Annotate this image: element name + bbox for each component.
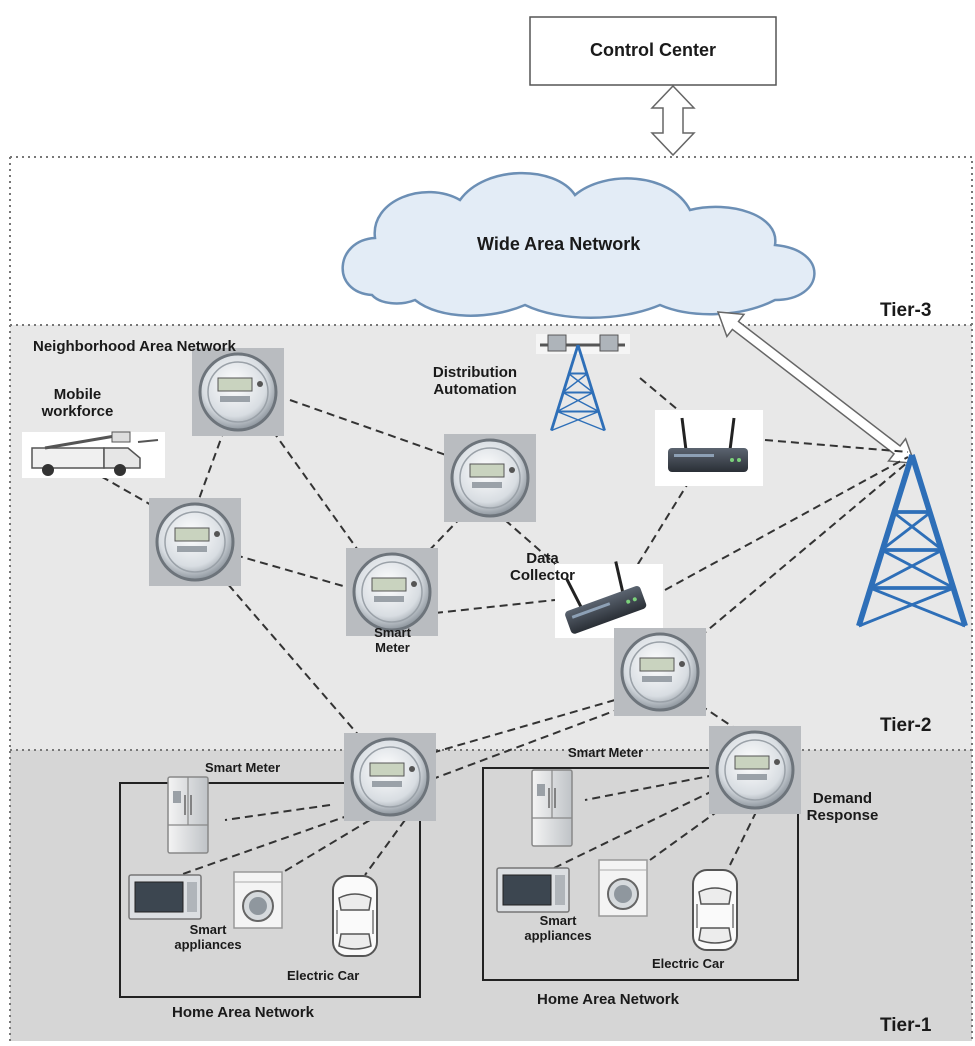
han-right-smart-appliances-line-2: appliances	[524, 928, 592, 943]
han-left-electric-car-label: Electric Car	[287, 968, 360, 983]
han-right-smart-meter-label: Smart Meter	[568, 745, 644, 760]
electric-car-icon	[332, 875, 378, 957]
distribution-automation-label: Distribution Automation	[405, 364, 545, 398]
washer-icon	[233, 871, 283, 929]
smart-meter-icon	[707, 724, 803, 816]
nan-smart-meter-label: Smart Meter	[355, 625, 430, 655]
han-right-title: Home Area Network	[537, 991, 679, 1008]
da-router-icon	[655, 410, 763, 486]
utility-truck-icon	[22, 431, 165, 478]
mobile-workforce-label: Mobile workforce	[35, 386, 120, 420]
tier-1-label: Tier-1	[880, 1015, 932, 1036]
han-left-title: Home Area Network	[172, 1004, 314, 1021]
data-collector-label: Data Collector	[495, 550, 590, 584]
control-center-box	[529, 16, 777, 86]
control-center-label: Control Center	[590, 40, 716, 60]
han-left-smart-meter-label: Smart Meter	[205, 760, 281, 775]
han-left-smart-appliances-line-1: Smart	[189, 922, 227, 937]
mobile-workforce-line-1: Mobile	[53, 386, 102, 403]
microwave-icon	[128, 874, 202, 920]
smart-meter-icon	[342, 731, 438, 823]
demand-response-line-2: Response	[806, 807, 879, 824]
microwave-icon	[496, 867, 570, 913]
tier-3-border	[9, 156, 973, 1041]
han-right-box	[482, 767, 799, 981]
nan-smart-meter-line-2: Meter	[375, 640, 410, 655]
wan-label: Wide Area Network	[477, 234, 641, 254]
smart-meter-icon	[190, 346, 286, 438]
tier-3-label: Tier-3	[880, 300, 932, 321]
data-collector-line-1: Data	[526, 550, 559, 567]
han-right-smart-appliances-label: Smart appliances	[508, 913, 608, 943]
nan-smart-meter-line-1: Smart	[374, 625, 411, 640]
distribution-automation-line-2: Automation	[433, 381, 517, 398]
data-collector-icon	[552, 555, 663, 638]
han-left-smart-appliances-label: Smart appliances	[158, 922, 258, 952]
smart-meter-icon	[612, 626, 708, 718]
distribution-automation-line-1: Distribution	[432, 364, 518, 381]
nan-title: Neighborhood Area Network	[33, 338, 236, 355]
smart-meter-icon	[442, 432, 538, 524]
mobile-workforce-line-2: workforce	[41, 403, 114, 420]
electric-car-icon	[692, 869, 738, 951]
demand-response-line-1: Demand	[812, 790, 873, 807]
control-center-link-arrow	[650, 84, 696, 157]
han-left-box	[119, 782, 421, 998]
smart-meter-icon	[344, 546, 440, 638]
distribution-tower-icon	[536, 334, 630, 432]
han-left-smart-appliances-line-2: appliances	[174, 937, 242, 952]
demand-response-label: Demand Response	[795, 790, 890, 824]
han-right-smart-appliances-line-1: Smart	[539, 913, 577, 928]
data-collector-line-2: Collector	[509, 567, 575, 584]
smart-meter-icon	[147, 496, 243, 588]
fridge-icon	[167, 776, 209, 854]
wan-cloud	[341, 171, 816, 319]
washer-icon	[598, 859, 648, 917]
tier-2-label: Tier-2	[880, 715, 932, 736]
fridge-icon	[531, 769, 573, 847]
han-right-electric-car-label: Electric Car	[652, 956, 725, 971]
